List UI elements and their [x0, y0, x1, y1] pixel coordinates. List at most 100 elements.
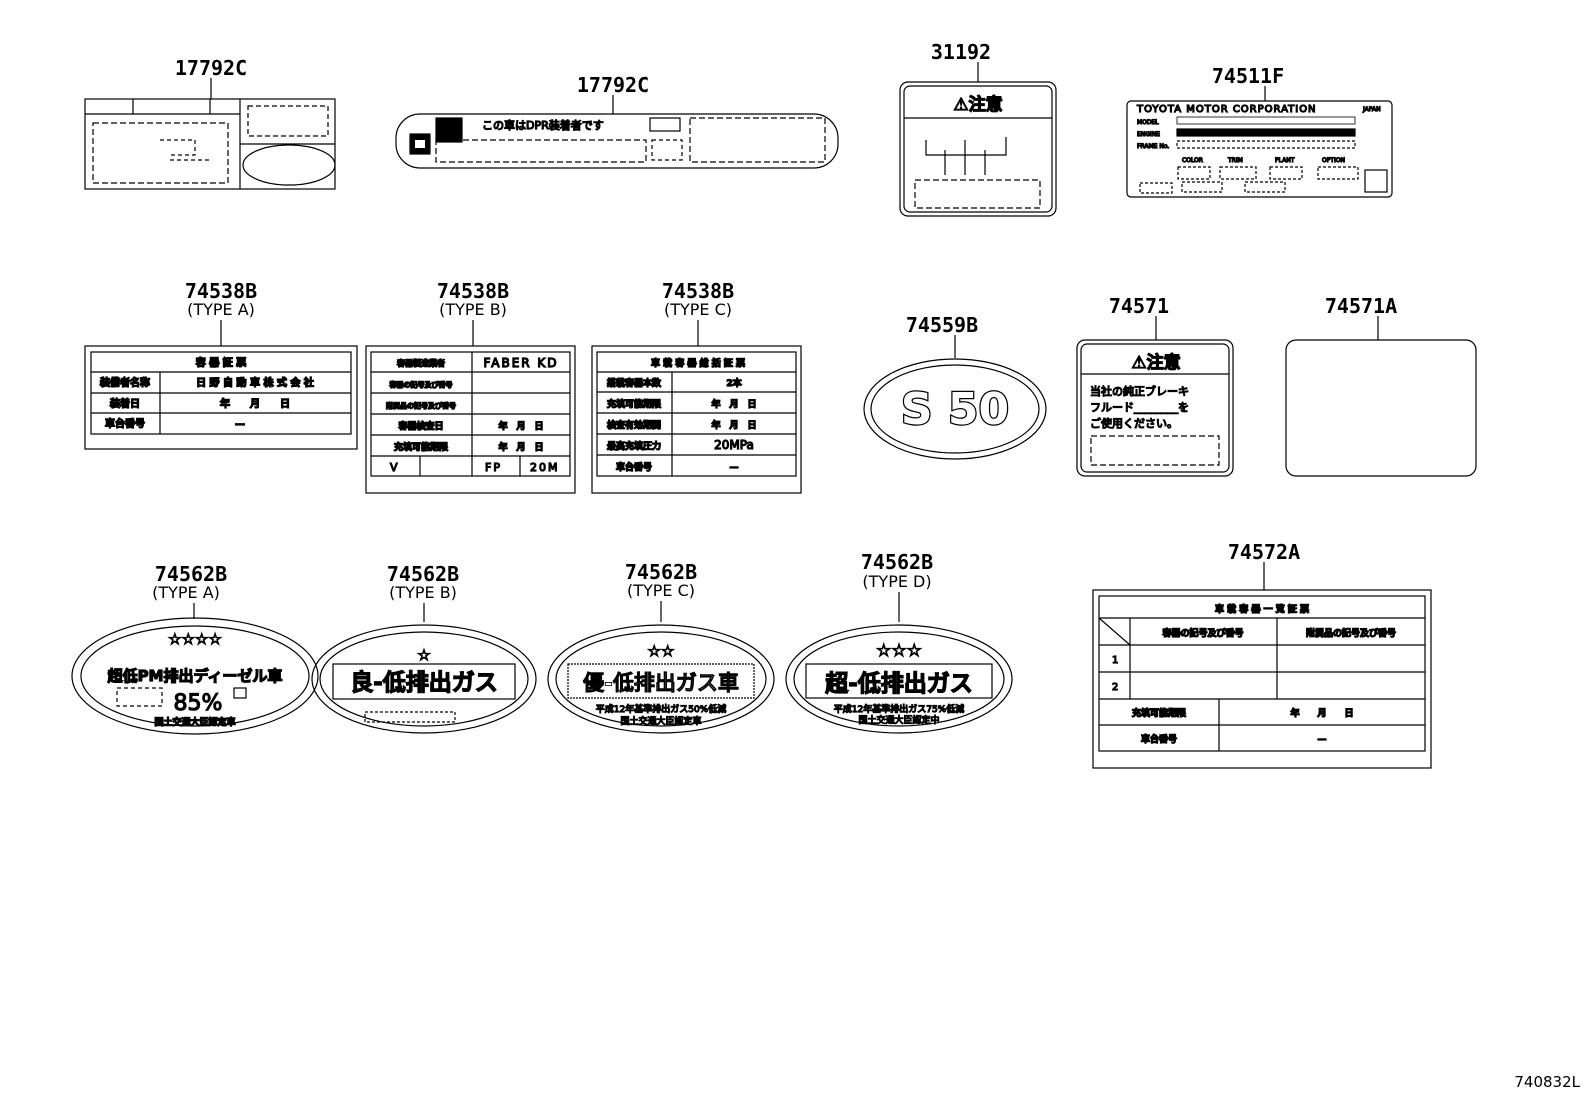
- vin-col-option: OPTION: [1322, 157, 1345, 164]
- callout-74538b-b: 74538B: [436, 279, 510, 303]
- emission-d-stars: ☆☆☆: [876, 641, 922, 661]
- callout-74571a: 74571A: [1324, 294, 1398, 318]
- type-a-k2: 車台番号: [105, 417, 145, 430]
- label-74538b-type-c: [591, 345, 802, 494]
- dpr-text: この車はDPR装着者です: [482, 118, 604, 132]
- callout-74571: 74571: [1108, 294, 1170, 318]
- type-c-k2: 検査有効期間: [607, 419, 661, 431]
- emission-a-footer: 国土交通大臣認定車: [154, 716, 235, 728]
- callout-74562b-a-type: (TYPE A): [152, 583, 220, 602]
- label-74538b-type-a: [84, 345, 358, 450]
- callout-74562b-d-type: (TYPE D): [862, 572, 932, 591]
- type-c-k1: 充填可能期限: [607, 398, 662, 410]
- callout-74572a: 74572A: [1227, 540, 1301, 564]
- label-74538b-type-b: [365, 345, 576, 494]
- t74572-title: 車 載 容 器 一 覧 証 票: [1215, 603, 1309, 615]
- type-a-v1: 年 月 日: [220, 397, 290, 410]
- type-b-k1: 容器の記号及び番号: [389, 380, 453, 389]
- t74572-head-1: 附属品の記号及び番号: [1306, 627, 1396, 639]
- type-b-v0: FABER KD: [483, 356, 558, 370]
- type-c-v2: 年 月 日: [711, 419, 756, 431]
- type-c-v1: 年 月 日: [711, 398, 756, 410]
- type-b-footer-20m: 20M: [530, 461, 560, 474]
- brake-line-2: フルード________を: [1090, 401, 1189, 414]
- t74572-num-1: 1: [1112, 655, 1118, 666]
- type-c-k0: 搭載容器本数: [607, 377, 662, 389]
- callout-17792c-1: 17792C: [174, 56, 248, 80]
- type-a-k0: 装備者名称: [99, 376, 150, 389]
- callout-74559b: 74559B: [905, 313, 979, 337]
- callout-74562b-c: 74562B: [624, 560, 698, 584]
- t74572-k0: 充填可能期限: [1132, 707, 1187, 719]
- label-74562b-type-a: [71, 617, 319, 735]
- callout-74511f: 74511F: [1211, 64, 1285, 88]
- vin-row-engine: ENGINE: [1137, 131, 1160, 138]
- type-a-v0: 日 野 自 動 車 株 式 会 社: [196, 376, 314, 389]
- type-a-title: 容 器 証 票: [195, 356, 246, 369]
- emission-d-title: 超-低排出ガス: [825, 671, 973, 697]
- diagram-id: 740832L: [1514, 1073, 1580, 1091]
- label-74571-brake-caution: [1076, 339, 1234, 477]
- label-74562b-type-c: [547, 624, 775, 734]
- type-c-v4: —: [730, 463, 739, 473]
- vin-row-frame: FRAME No.: [1137, 143, 1169, 150]
- callout-74538b-a: 74538B: [184, 279, 258, 303]
- t74572-k1: 車台番号: [1141, 733, 1177, 745]
- label-74562b-type-b: [311, 624, 537, 734]
- type-c-k4: 車台番号: [616, 461, 652, 473]
- t74572-v1: —: [1318, 735, 1327, 745]
- label-74562b-type-d: [785, 624, 1013, 734]
- callout-74562b-b: 74562B: [386, 562, 460, 586]
- s50-text: S 50: [901, 384, 1009, 435]
- vin-country: JAPAN: [1362, 106, 1381, 113]
- vin-maker: TOYOTA MOTOR CORPORATION: [1136, 104, 1317, 115]
- callout-74562b-c-type: (TYPE C): [626, 581, 696, 600]
- callout-74538b-c-type: (TYPE C): [663, 300, 733, 319]
- t74572-v0: 年 月 日: [1290, 707, 1353, 719]
- emission-b-title: 良-低排出ガス: [350, 669, 498, 696]
- emission-c-footer-1: 平成12年基準排出ガス50%低減: [596, 703, 726, 715]
- caution-title-31192: ⚠注意: [953, 94, 1002, 115]
- vin-row-model: MODEL: [1137, 119, 1159, 126]
- emission-b-stars: ☆: [417, 646, 430, 664]
- label-74511f-vin-plate: [1126, 100, 1393, 198]
- callout-74538b-a-type: (TYPE A): [187, 300, 255, 319]
- label-17792c-dpr: [395, 113, 839, 169]
- label-31192-caution: [899, 81, 1057, 217]
- emission-d-footer-2: 国土交通大臣認定中: [858, 714, 939, 726]
- callout-74562b-a: 74562B: [154, 562, 228, 586]
- brake-line-3: ご使用ください。: [1090, 416, 1178, 430]
- emission-c-footer-2: 国土交通大臣認定車: [620, 715, 701, 727]
- callout-74562b-d: 74562B: [860, 550, 934, 574]
- callout-74562b-b-type: (TYPE B): [389, 583, 457, 602]
- type-c-v3: 20MPa: [714, 438, 754, 452]
- callout-74538b-b-type: (TYPE B): [439, 300, 507, 319]
- type-b-k2: 附属品の記号及び番号: [386, 401, 456, 410]
- brake-line-1: 当社の純正ブレーキ: [1090, 384, 1189, 398]
- emission-a-title: 超低PM排出ディーゼル車: [107, 667, 283, 685]
- type-c-v0: 2本: [726, 377, 742, 389]
- type-a-v2: —: [235, 419, 245, 430]
- type-b-k4: 充填可能期限: [394, 441, 449, 453]
- callout-74538b-c: 74538B: [661, 279, 735, 303]
- type-b-v4: 年 月 日: [498, 441, 543, 453]
- type-a-k1: 装着日: [109, 397, 140, 410]
- caution-title-74571: ⚠注意: [1131, 352, 1180, 373]
- callout-31192: 31192: [930, 40, 992, 64]
- label-17792c-sticker: [84, 98, 336, 190]
- vin-col-trim: TRIM: [1227, 157, 1243, 164]
- label-74571a-blank: [1285, 339, 1477, 477]
- emission-a-pct: 85%: [174, 691, 223, 716]
- label-74559b-s50: [863, 358, 1047, 460]
- t74572-num-2: 2: [1112, 682, 1118, 693]
- emission-c-title: 優-低排出ガス車: [582, 671, 739, 695]
- type-b-v3: 年 月 日: [498, 420, 543, 432]
- emission-d-footer-1: 平成12年基準排出ガス75%低減: [834, 703, 964, 715]
- type-b-k0: 容器製造業者: [396, 358, 445, 368]
- emission-c-stars: ☆☆: [648, 642, 675, 660]
- type-b-footer-fp: FP: [485, 461, 502, 474]
- callout-17792c-2: 17792C: [576, 73, 650, 97]
- emission-a-stars: ☆☆☆☆: [168, 630, 222, 648]
- type-b-k3: 容器検査日: [397, 420, 443, 432]
